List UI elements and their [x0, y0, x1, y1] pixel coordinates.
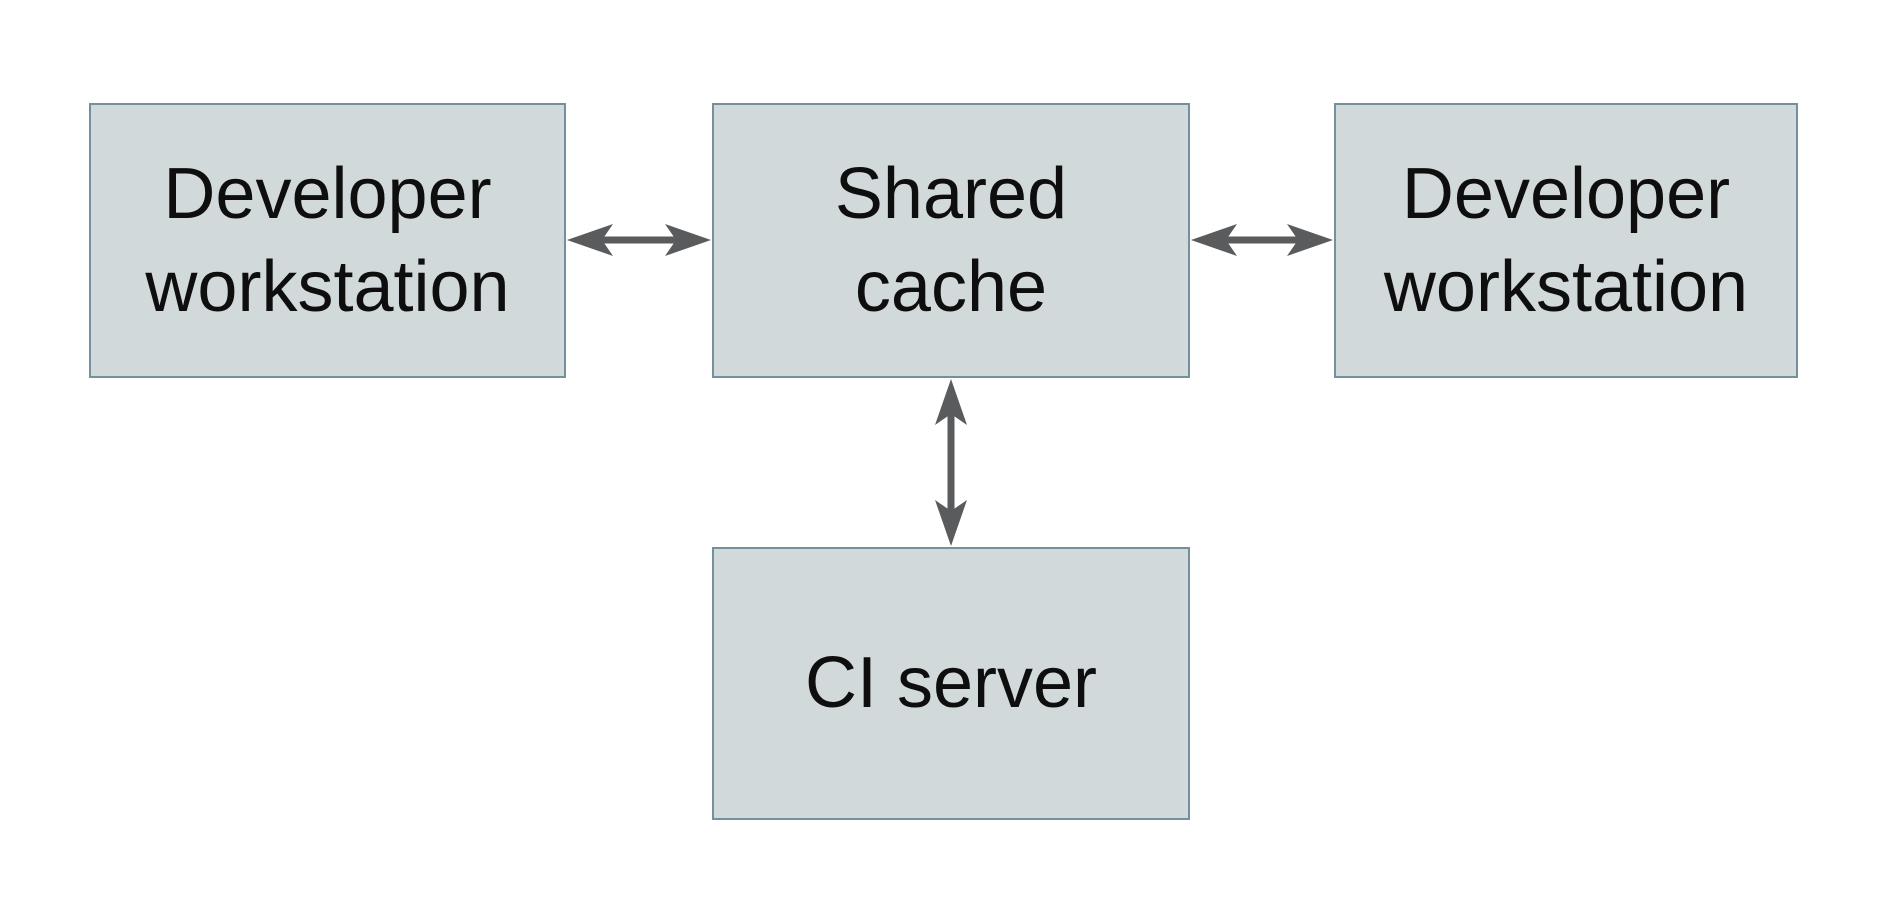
- node-developer-workstation-right: Developer workstation: [1334, 103, 1798, 378]
- node-label-line: CI server: [804, 643, 1098, 723]
- bidirectional-arrow-left-workstation-cache: [567, 224, 711, 256]
- node-shared-cache: Shared cache: [712, 103, 1190, 378]
- bidirectional-arrow-cache-right-workstation: [1191, 224, 1333, 256]
- node-label-line: Shared: [834, 153, 1068, 234]
- bidirectional-arrow-cache-ci-server: [935, 379, 967, 546]
- node-label-line: Developer: [1401, 153, 1731, 234]
- node-label-line: workstation: [145, 246, 510, 327]
- node-label-line: workstation: [1383, 246, 1749, 327]
- node-developer-workstation-left: Developer workstation: [89, 103, 566, 378]
- node-label-line: Developer: [163, 153, 492, 234]
- node-label-line: cache: [854, 246, 1048, 327]
- node-ci-server: CI server: [712, 547, 1190, 820]
